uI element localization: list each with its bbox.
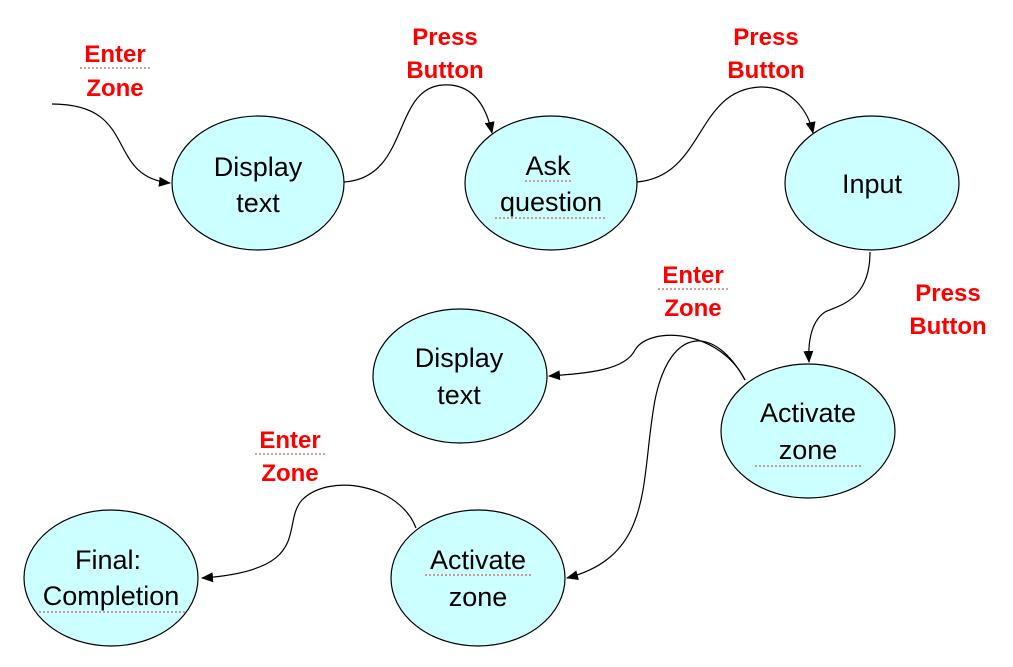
edge-label-line-1: Press [733, 24, 798, 51]
edge-label-start-enter-zone: Enter Zone [80, 41, 150, 102]
node-label-line-1: Display [415, 343, 504, 373]
edge-activate-zone-to-display-text [548, 334, 746, 381]
edge-activate-zone-to-final-completion [201, 484, 417, 583]
node-label-line-2: text [236, 188, 280, 218]
edge-label-line-2: Zone [664, 295, 721, 322]
node-ask-question: Ask question [464, 115, 638, 251]
node-label-line-1: Activate [430, 545, 526, 575]
edge-label-press-button-1: Press Button [406, 24, 483, 84]
node-input: Input [784, 115, 960, 251]
node-label-line-2: zone [449, 582, 508, 612]
edge-label-enter-zone-3: Enter Zone [255, 427, 325, 487]
edge-label-line-2: Button [727, 57, 804, 84]
node-label-line-1: Final: [75, 545, 141, 575]
node-label-line-1: Input [842, 169, 903, 199]
node-label-line-2: zone [779, 435, 838, 465]
edge-label-line-1: Press [412, 24, 477, 51]
edge-input-to-activate-zone [803, 251, 871, 363]
edge-label-press-button-2: Press Button [727, 24, 804, 84]
edge-label-line-2: Zone [261, 460, 318, 487]
node-label-line-1: Display [214, 152, 303, 182]
node-label-line-2: text [437, 380, 481, 410]
edge-label-enter-zone-2: Enter Zone [658, 262, 728, 322]
node-label-line-1: Ask [525, 151, 571, 181]
node-activate-zone-2: Activate zone [390, 509, 566, 647]
edge-label-line-2: Button [406, 57, 483, 84]
edge-label-line-1: Enter [662, 262, 723, 289]
edge-label-press-button-3: Press Button [909, 280, 986, 340]
node-activate-zone-1: Activate zone [720, 363, 896, 499]
edge-activate-zone-to-activate-zone [566, 340, 746, 581]
edge-label-line-1: Press [915, 280, 980, 307]
node-display-text-1: Display text [171, 115, 345, 251]
node-final-completion: Final: Completion [23, 509, 199, 647]
node-display-text-2: Display text [372, 308, 548, 444]
edge-label-line-1: Enter [259, 427, 320, 454]
edge-label-line-1: Enter [84, 41, 145, 68]
node-label-line-2: question [500, 187, 602, 217]
node-label-line-1: Activate [760, 398, 856, 428]
edge-ask-question-to-input [636, 86, 816, 183]
edge-display-text-to-ask-question [343, 84, 495, 183]
edge-label-line-2: Zone [86, 75, 143, 102]
edge-label-line-2: Button [909, 313, 986, 340]
node-label-line-2: Completion [43, 581, 180, 611]
edge-start-to-display-text [51, 103, 171, 187]
